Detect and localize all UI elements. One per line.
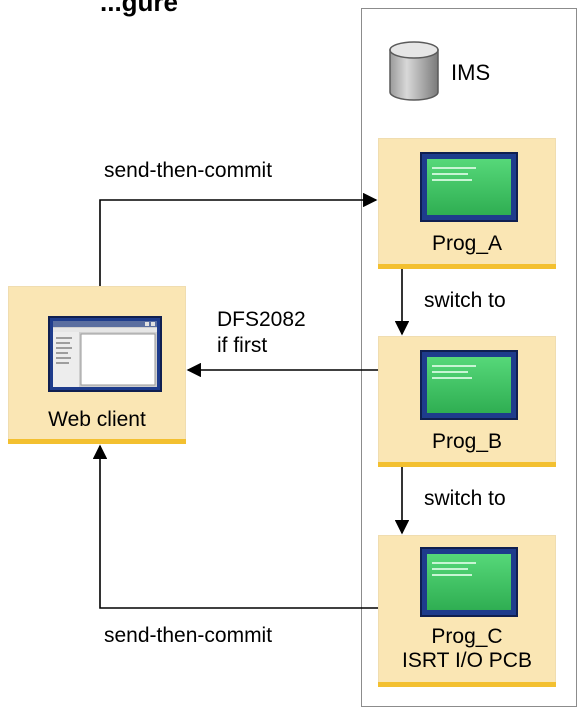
send-then-commit-bottom-label: send-then-commit xyxy=(104,624,273,647)
cut-off-figure-title: ...gure xyxy=(100,0,179,17)
prog-a-box: Prog_A xyxy=(378,138,556,269)
switch-to-label-1: switch to xyxy=(424,289,506,312)
program-screen-icon xyxy=(420,152,518,222)
prog-b-label: Prog_B xyxy=(431,430,503,453)
send-then-commit-bottom-arrow xyxy=(92,444,378,609)
prog-c-box: Prog_C ISRT I/O PCB xyxy=(378,535,556,687)
browser-window-icon xyxy=(48,316,162,392)
ims-label: IMS xyxy=(451,60,491,85)
if-first-label: if first xyxy=(217,334,268,357)
prog-b-box: Prog_B xyxy=(378,336,556,467)
program-screen-icon xyxy=(420,547,518,617)
program-screen-icon xyxy=(420,350,518,420)
database-cylinder-icon xyxy=(389,41,439,101)
prog-c-label: Prog_C xyxy=(431,625,503,648)
web-client-box: Web client xyxy=(8,286,186,444)
dfs2082-label: DFS2082 xyxy=(217,308,306,331)
send-then-commit-top-arrow xyxy=(99,192,378,286)
prog-c-sublabel: ISRT I/O PCB xyxy=(402,649,532,672)
switch-to-label-2: switch to xyxy=(424,487,506,510)
prog-a-label: Prog_A xyxy=(431,232,503,255)
send-then-commit-top-label: send-then-commit xyxy=(104,159,273,182)
ims-region xyxy=(361,8,577,707)
web-client-label: Web client xyxy=(48,408,146,431)
